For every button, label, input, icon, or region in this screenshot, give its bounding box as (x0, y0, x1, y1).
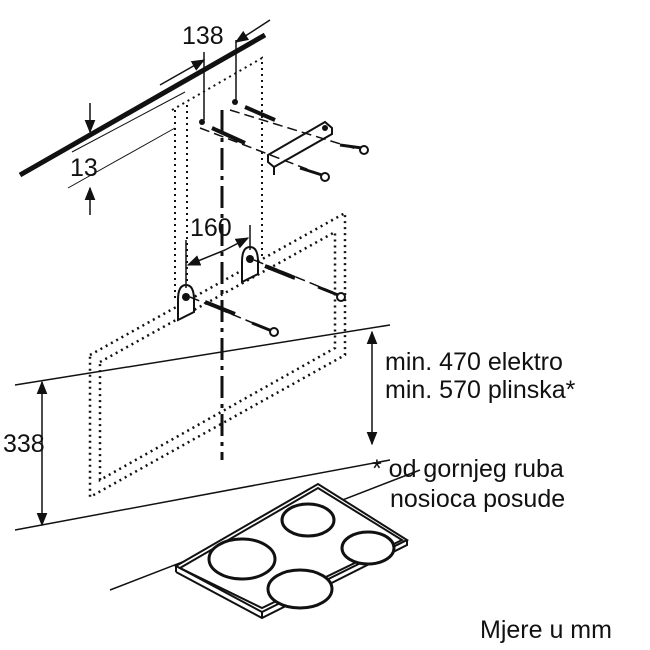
dimension-label-13: 13 (70, 154, 98, 182)
hood-bracket-right (241, 245, 259, 284)
dimension-label-160: 160 (190, 214, 232, 242)
screw-icon (189, 296, 279, 337)
dimension-label-338: 338 (3, 430, 45, 458)
footnote-line-2: nosioca posude (390, 485, 565, 513)
hob-burner-icon (340, 530, 396, 566)
hob-burner-icon (207, 537, 277, 581)
wall-edge-line (18, 32, 267, 178)
screw-icon (229, 109, 369, 155)
hob-burner-icon (280, 502, 336, 538)
hob (173, 482, 410, 620)
screw-icon (199, 127, 330, 182)
min-electric-label: min. 470 elektro (385, 348, 563, 376)
chimney-outline (171, 56, 263, 300)
footnote-line-1: * od gornjeg ruba (372, 455, 564, 483)
hood-outline (88, 210, 347, 500)
upper-bracket (267, 120, 333, 175)
hob-burner-icon (266, 568, 334, 610)
dimension-160: 160 (185, 214, 251, 288)
dimension-338: 338 (3, 380, 48, 527)
min-gas-label: min. 570 plinska* (385, 376, 576, 404)
dimension-label-138: 138 (182, 22, 224, 50)
units-label: Mjere u mm (480, 616, 612, 644)
screw-icon (253, 259, 346, 302)
min-clearance-dimension: min. 470 elektro min. 570 plinska* (366, 330, 576, 446)
hood-bracket-left (177, 283, 195, 322)
dimension-13: 13 (67, 91, 186, 215)
dimension-138: 138 (159, 19, 271, 120)
wall-plug-icon (199, 99, 276, 145)
